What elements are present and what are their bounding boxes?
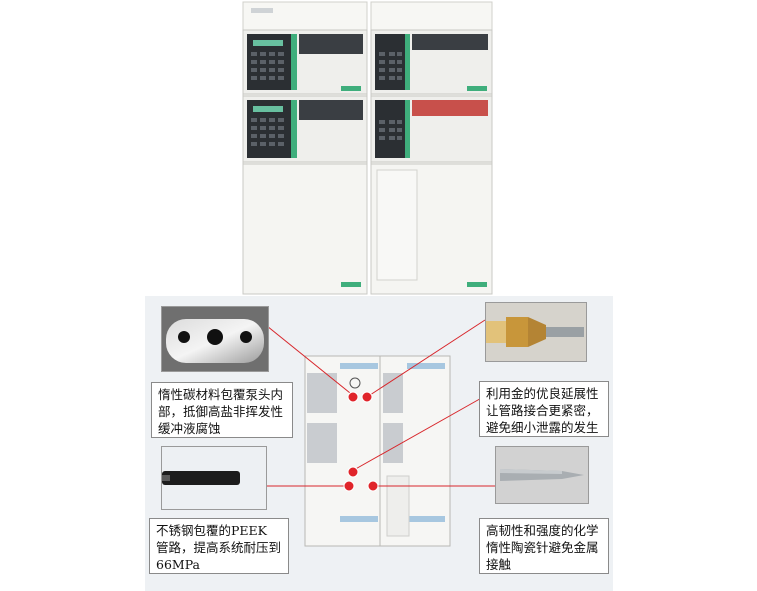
- hplc-instrument-photo: [241, 0, 494, 296]
- callout-gold-fitting-text: 利用金的优良延展性让管路接合更紧密，避免细小泄露的发生: [486, 386, 599, 435]
- marker-pump-head: [347, 391, 359, 403]
- feature-diagram-panel: 惰性碳材料包覆泵头内部，抵御高盐非挥发性缓冲液腐蚀 利用金的优良延展性让管路接合…: [145, 296, 613, 591]
- hplc-instrument-illustration: [242, 1, 493, 295]
- peek-tubing-photo: [161, 446, 267, 510]
- instrument-sketch: [304, 355, 451, 547]
- marker-steel-tubing: [343, 480, 355, 492]
- callout-ceramic-needle-text: 高韧性和强度的化学惰性陶瓷针避免金属接触: [486, 523, 599, 572]
- callout-ceramic-needle: 高韧性和强度的化学惰性陶瓷针避免金属接触: [479, 518, 609, 574]
- marker-ceramic-needle: [367, 480, 379, 492]
- callout-pump-head: 惰性碳材料包覆泵头内部，抵御高盐非挥发性缓冲液腐蚀: [151, 382, 293, 438]
- callout-gold-fitting: 利用金的优良延展性让管路接合更紧密，避免细小泄露的发生: [479, 381, 609, 437]
- marker-gold-fitting: [361, 391, 373, 403]
- callout-peek-tubing: 不锈钢包覆的PEEK 管路，提高系统耐压到66MPa: [149, 518, 289, 574]
- ceramic-needle-photo: [495, 446, 589, 504]
- callout-lines: [265, 319, 500, 492]
- callout-peek-tubing-text: 不锈钢包覆的PEEK 管路，提高系统耐压到66MPa: [156, 523, 282, 572]
- pump-head-photo: [161, 306, 269, 372]
- callout-pump-head-text: 惰性碳材料包覆泵头内部，抵御高盐非挥发性缓冲液腐蚀: [158, 387, 284, 436]
- gold-fitting-photo: [485, 302, 587, 362]
- marker-peek-tubing: [347, 466, 359, 478]
